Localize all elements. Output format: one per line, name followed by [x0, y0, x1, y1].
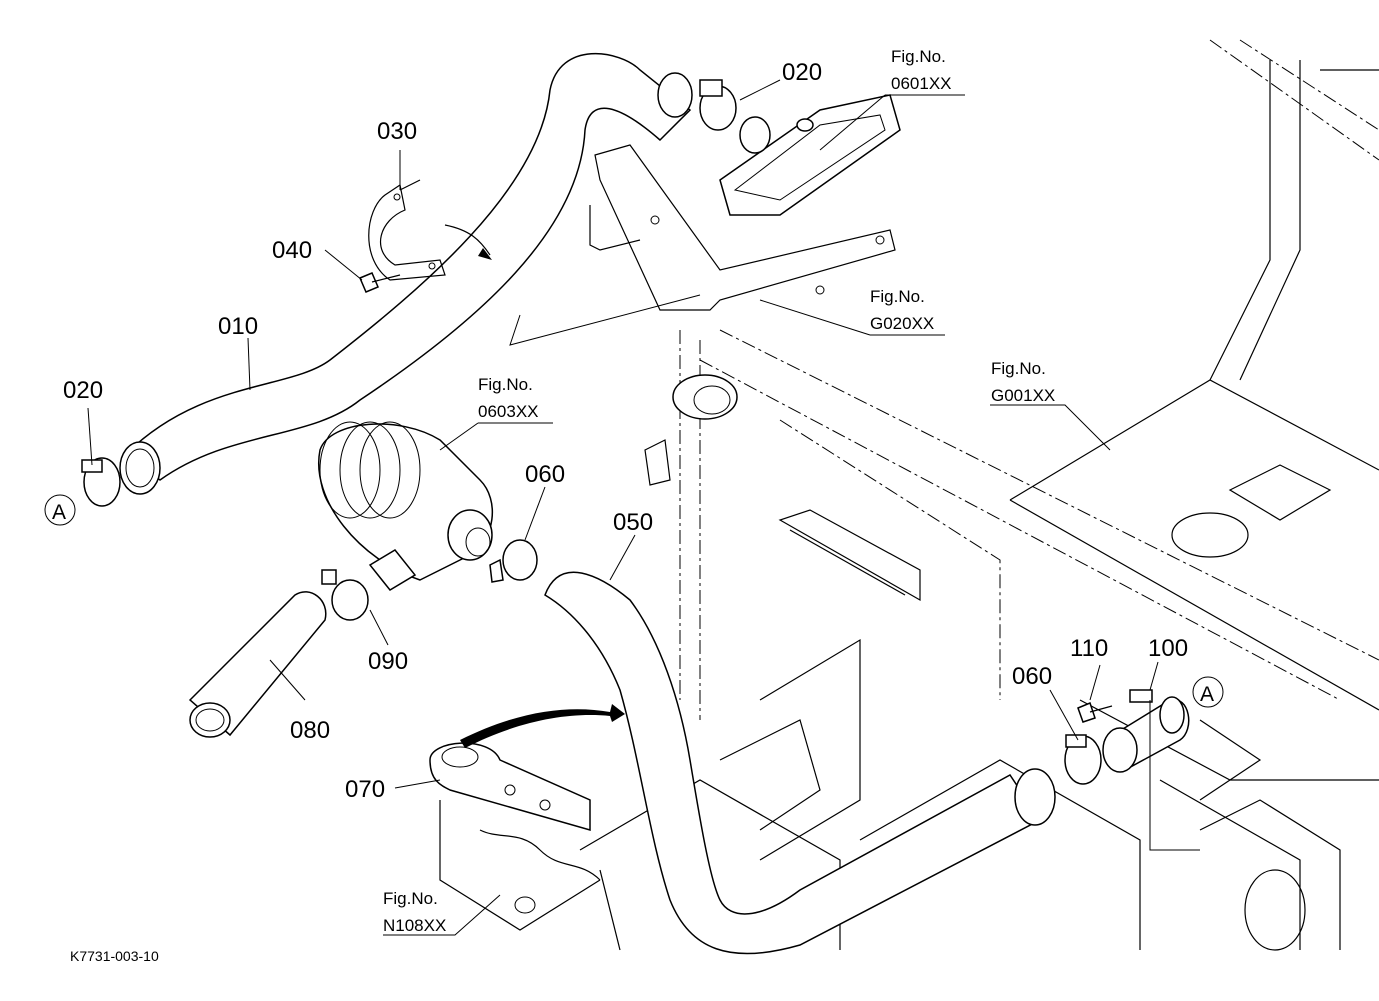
ref-marker-a-left[interactable]: A — [44, 494, 76, 526]
part-label-100[interactable]: 100 — [1148, 635, 1188, 662]
clamp-060-lower — [1064, 734, 1102, 785]
direction-arrow-070 — [460, 704, 625, 748]
clamp-090 — [321, 569, 369, 621]
sensor-100 — [1102, 689, 1190, 773]
fig-ref-number: 0601XX — [891, 74, 952, 93]
part-label-060-upper[interactable]: 060 — [525, 461, 565, 488]
fig-ref-number: G020XX — [870, 314, 934, 333]
air-cleaner-0603 — [318, 421, 494, 591]
fig-ref-number: G001XX — [991, 386, 1055, 405]
part-label-030[interactable]: 030 — [377, 118, 417, 145]
part-label-080[interactable]: 080 — [290, 717, 330, 744]
part-label-050[interactable]: 050 — [613, 509, 653, 536]
part-label-060-lower[interactable]: 060 — [1012, 663, 1052, 690]
bracket-030 — [368, 179, 446, 281]
part-label-020-upper[interactable]: 020 — [782, 59, 822, 86]
ref-letter: A — [1200, 683, 1214, 706]
leader-lines — [87, 79, 1200, 936]
hose-080 — [188, 591, 327, 738]
bracket-g020 — [589, 144, 896, 486]
part-label-020-lower[interactable]: 020 — [63, 377, 103, 404]
fig-ref-number: N108XX — [383, 916, 446, 935]
ref-marker-a-right[interactable]: A — [1192, 676, 1224, 708]
hose-050 — [544, 571, 1056, 955]
clamp-060-upper — [489, 539, 538, 583]
fig-ref-0603xx[interactable]: Fig.No. 0603XX — [478, 375, 539, 421]
part-label-110[interactable]: 110 — [1070, 635, 1108, 662]
ref-letter: A — [52, 501, 66, 524]
diagram-code: K7731-003-10 — [70, 948, 159, 964]
part-label-040[interactable]: 040 — [272, 237, 312, 264]
arrowhead — [478, 248, 492, 260]
clamp-020-upper — [699, 79, 737, 131]
manifold-0601 — [719, 94, 901, 216]
direction-arrow-030 — [444, 224, 491, 256]
fig-ref-g020xx[interactable]: Fig.No. G020XX — [870, 287, 934, 333]
clamp-020-lower — [81, 457, 121, 507]
fig-ref-title: Fig.No. — [891, 47, 946, 66]
ref-circle — [1192, 676, 1224, 708]
bolt-110 — [1077, 701, 1113, 723]
hose-010 — [119, 53, 693, 495]
fig-ref-title: Fig.No. — [478, 375, 533, 394]
fig-ref-title: Fig.No. — [383, 889, 438, 908]
part-label-090[interactable]: 090 — [368, 648, 408, 675]
fig-ref-title: Fig.No. — [870, 287, 925, 306]
part-label-070[interactable]: 070 — [345, 776, 385, 803]
fig-ref-n108xx[interactable]: Fig.No. N108XX — [383, 889, 446, 935]
frame-n108 — [439, 800, 601, 931]
part-label-010[interactable]: 010 — [218, 313, 258, 340]
fig-ref-title: Fig.No. — [991, 359, 1046, 378]
bolt-040 — [359, 272, 401, 293]
fig-ref-number: 0603XX — [478, 402, 539, 421]
fig-ref-0601xx[interactable]: Fig.No. 0601XX — [891, 47, 952, 93]
bracket-070 — [429, 742, 591, 831]
fig-ref-g001xx[interactable]: Fig.No. G001XX — [991, 359, 1055, 405]
ref-circle — [44, 494, 76, 526]
